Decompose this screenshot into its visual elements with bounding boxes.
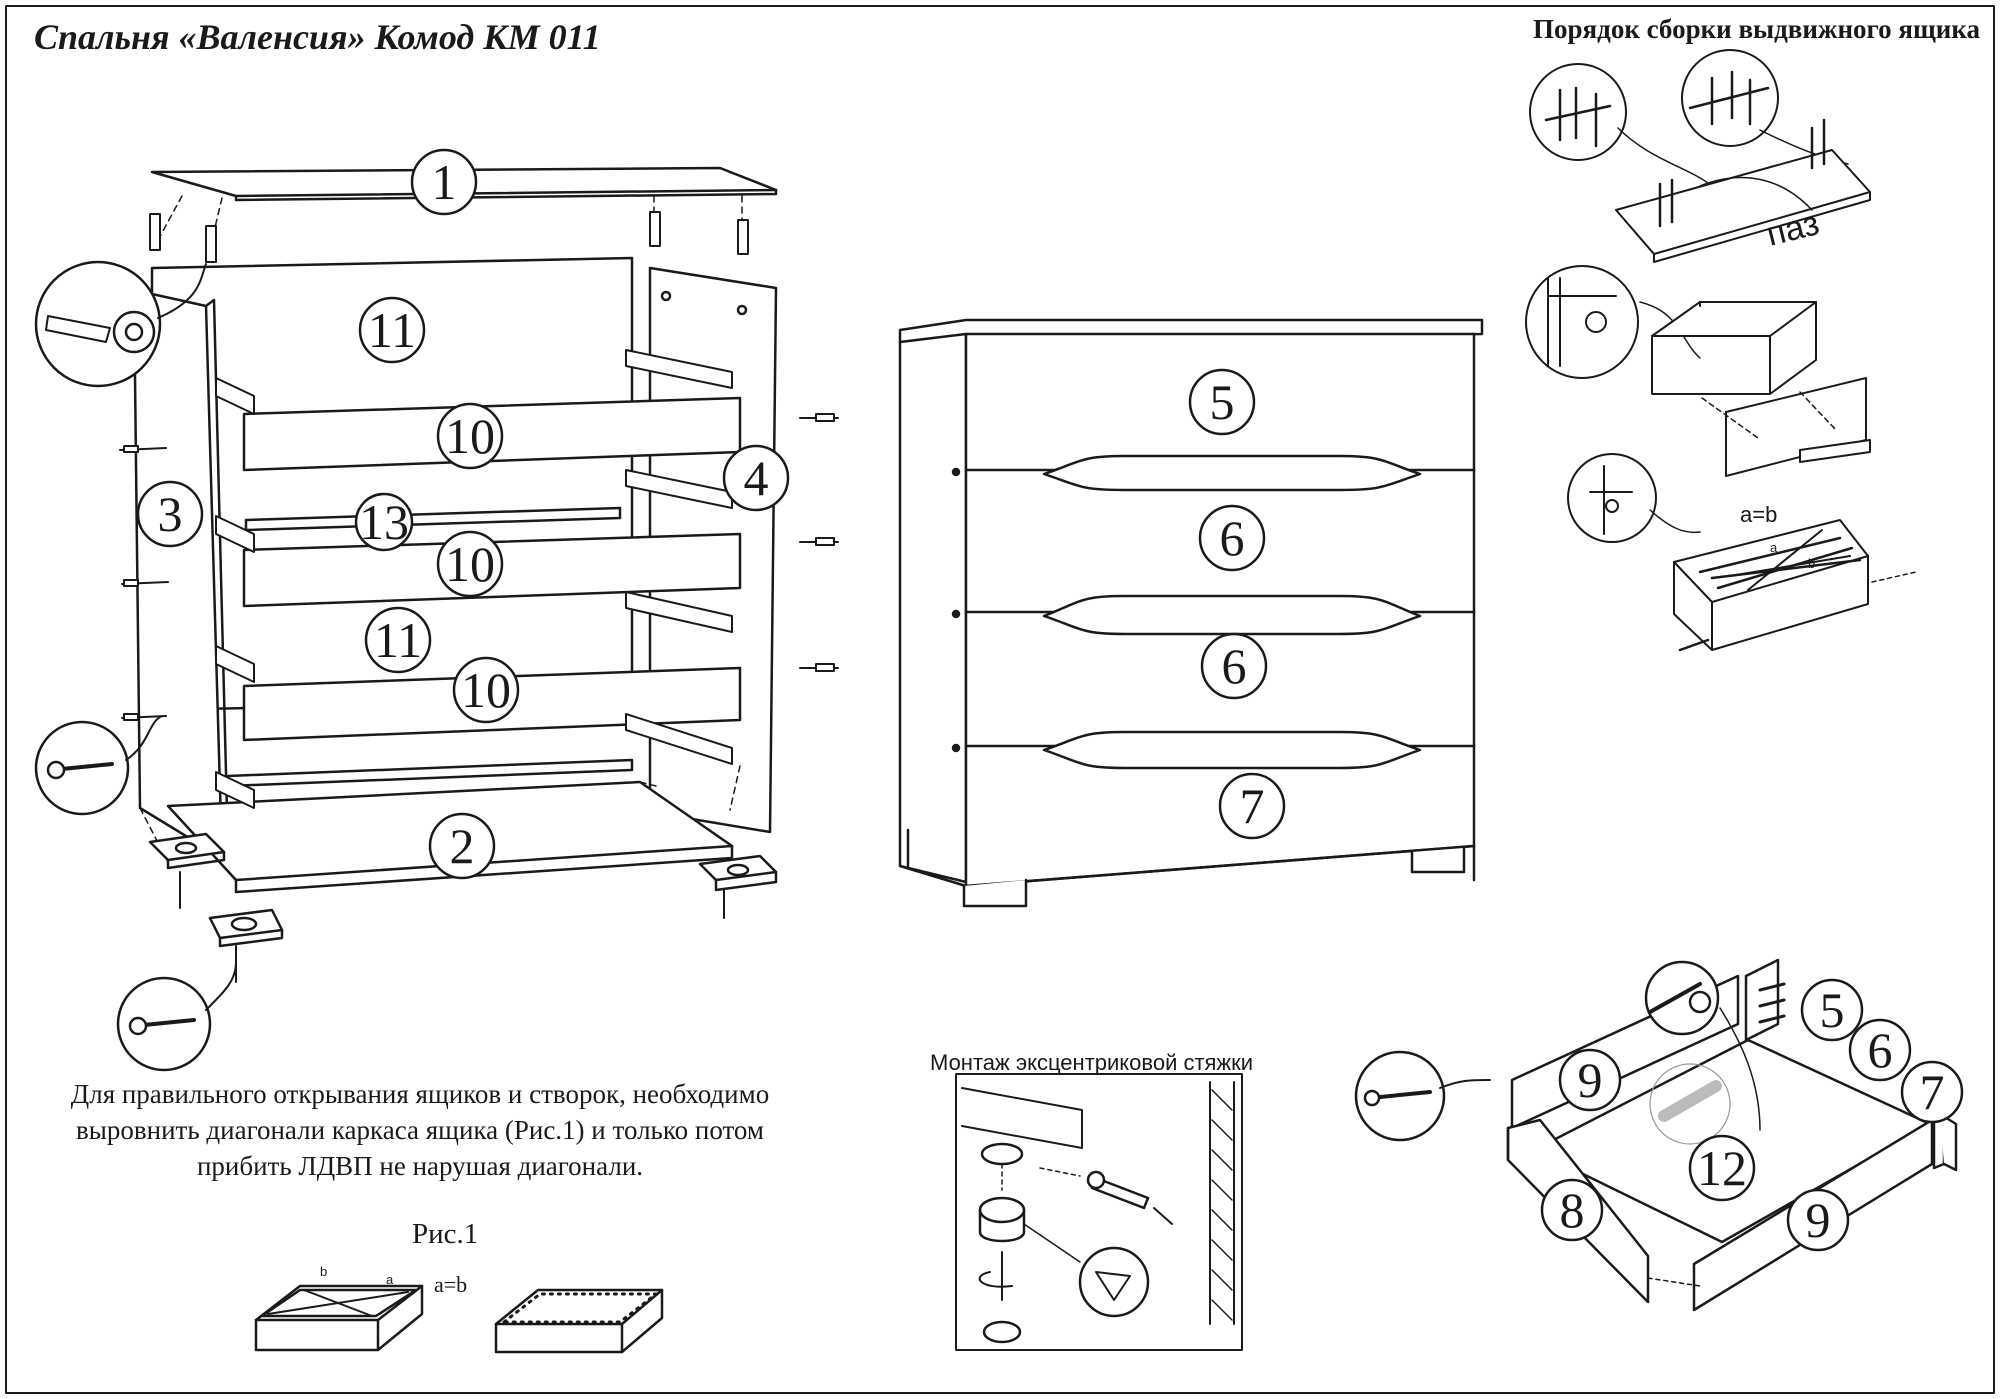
chest-feet bbox=[962, 846, 1466, 908]
detail-confirmat-screw bbox=[34, 715, 163, 816]
part-number-texts: 1 11 10 4 3 13 10 11 10 2 5 6 6 7 5 6 7 … bbox=[158, 154, 1945, 1248]
frame-exploded-view bbox=[34, 148, 839, 1072]
part-circle bbox=[1848, 1018, 1912, 1082]
part-number: 10 bbox=[445, 408, 495, 464]
page-border bbox=[5, 5, 1995, 1394]
drawer-part-number: 6 bbox=[1868, 1022, 1893, 1078]
part-circle bbox=[410, 148, 478, 216]
drawer-bottom-board bbox=[1615, 149, 1871, 255]
part-circle bbox=[364, 606, 432, 674]
part-circle bbox=[1800, 978, 1864, 1042]
part-circle bbox=[136, 480, 204, 548]
part-number: 10 bbox=[445, 536, 495, 592]
part-circle bbox=[1198, 504, 1266, 572]
drawer-assembly-steps: паз a=b a b bbox=[1525, 49, 1917, 652]
drawer-assembly-order-title: Порядок сборки выдвижного ящика bbox=[1533, 14, 1980, 44]
drawer-part-number: 8 bbox=[1560, 1182, 1585, 1238]
figure-1-label-b: b bbox=[320, 1264, 327, 1279]
figure-1-label-a: a bbox=[386, 1272, 394, 1287]
assembled-chest bbox=[898, 318, 1484, 908]
detail-cam-drawer bbox=[1644, 960, 1720, 1036]
top-dowels bbox=[149, 211, 749, 263]
part-number: 2 bbox=[450, 818, 475, 874]
part-number: 10 bbox=[461, 662, 511, 718]
detail-foot-screw bbox=[116, 961, 237, 1072]
drawer-part-number: 9 bbox=[1578, 1052, 1603, 1108]
instruction-note-line: прибить ЛДВП не нарушая диагонали. bbox=[196, 1151, 644, 1181]
left-side-panel bbox=[132, 288, 224, 860]
cam-lock-detail bbox=[955, 1073, 1243, 1351]
part-circle bbox=[1558, 1048, 1622, 1112]
step-diagonal-b: b bbox=[1808, 556, 1815, 571]
part-number: 13 bbox=[359, 494, 409, 550]
instruction-note: Для правильного открывания ящиков и ство… bbox=[40, 1076, 800, 1184]
drawer-part-number: 7 bbox=[1920, 1064, 1945, 1120]
drawer-part-number: 9 bbox=[1806, 1192, 1831, 1248]
cam-lock-title: Монтаж эксцентриковой стяжки bbox=[930, 1050, 1254, 1075]
part-circle bbox=[1200, 632, 1268, 700]
step-3-diagonals bbox=[1567, 453, 1917, 652]
instruction-note-line: Для правильного открывания ящиков и ство… bbox=[70, 1079, 770, 1109]
drawer-handles bbox=[1042, 454, 1422, 770]
part-number: 11 bbox=[368, 302, 416, 358]
part-circle bbox=[1900, 1060, 1964, 1124]
sheet-title: Спальня «Валенсия» Комод КМ 011 bbox=[34, 17, 601, 57]
part-circle bbox=[1688, 1134, 1756, 1202]
part-circle bbox=[436, 402, 504, 470]
figure-1-diagonals: a b bbox=[254, 1264, 664, 1354]
part-circle bbox=[436, 530, 504, 598]
drawer-number: 6 bbox=[1222, 638, 1247, 694]
step-diagonal-a: a bbox=[1770, 540, 1778, 555]
drawer-runners-right bbox=[625, 349, 733, 765]
part-number: 4 bbox=[744, 450, 769, 506]
step-2-box bbox=[1525, 265, 1871, 477]
part-circle bbox=[452, 656, 520, 724]
drawer-number: 6 bbox=[1220, 510, 1245, 566]
frame-part-labels bbox=[136, 148, 790, 880]
part-number: 3 bbox=[158, 486, 183, 542]
drawer-part-labels bbox=[1540, 978, 1964, 1252]
chest-drawer-labels bbox=[1188, 368, 1286, 840]
part-number: 11 bbox=[374, 612, 422, 668]
instruction-note-line: выровнить диагонали каркаса ящика (Рис.1… bbox=[76, 1115, 764, 1145]
figure-1-caption: Рис.1 bbox=[412, 1218, 479, 1250]
part-circle bbox=[1188, 368, 1256, 436]
part-circle bbox=[358, 296, 426, 364]
drawer-runners-left bbox=[215, 377, 255, 809]
drawer-number: 5 bbox=[1210, 374, 1235, 430]
part-circle bbox=[428, 812, 496, 880]
drawer-exploded-view bbox=[1354, 958, 1964, 1312]
part-circle bbox=[1540, 1178, 1604, 1242]
figure-1-equality: a=b bbox=[434, 1272, 468, 1297]
drawer-part-number: 12 bbox=[1697, 1140, 1747, 1196]
frame-feet bbox=[148, 832, 778, 983]
detail-cam-connector bbox=[34, 260, 207, 388]
part-circle bbox=[1786, 1188, 1850, 1252]
step-diagonal-label: a=b bbox=[1740, 502, 1777, 527]
step-1-dowels bbox=[1529, 49, 1871, 263]
chest-side bbox=[898, 332, 968, 884]
drawer-number: 7 bbox=[1240, 778, 1265, 834]
frame-screws bbox=[119, 413, 839, 721]
part-number: 1 bbox=[432, 154, 457, 210]
part-circle bbox=[1218, 772, 1286, 840]
part-circle bbox=[354, 492, 414, 552]
part-circle bbox=[722, 444, 790, 512]
drawer-part-number: 5 bbox=[1820, 982, 1845, 1038]
drawer-back bbox=[1744, 958, 1780, 1042]
